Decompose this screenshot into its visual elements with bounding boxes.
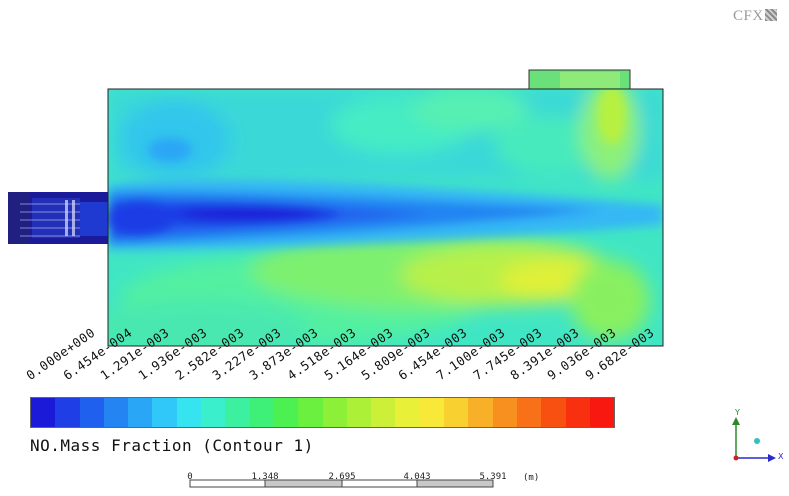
- cfx-logo-mark: [764, 9, 777, 21]
- colorbar-swatch: [468, 398, 493, 427]
- colorbar-swatch: [419, 398, 445, 427]
- scale-unit: (m): [523, 473, 540, 483]
- colorbar-swatch: [79, 398, 104, 427]
- scale-bar-label: 2.695: [328, 472, 356, 482]
- colorbar-swatch: [346, 398, 372, 427]
- legend-title: NO.Mass Fraction (Contour 1): [30, 436, 314, 455]
- colorbar-swatch: [565, 398, 590, 427]
- colorbar-swatch: [201, 398, 226, 427]
- colorbar-swatch: [103, 398, 129, 427]
- triad-y-label: Y: [735, 408, 740, 417]
- axes-triad[interactable]: [732, 417, 776, 462]
- inlet-pipe: [8, 192, 108, 244]
- colorbar-swatch: [541, 398, 566, 427]
- colorbar: [30, 397, 615, 428]
- triad-x-label: X: [778, 452, 784, 461]
- colorbar-swatch: [128, 398, 153, 427]
- colorbar-swatch: [516, 398, 542, 427]
- colorbar-swatch: [589, 398, 615, 427]
- outlet-duct: [528, 69, 631, 91]
- cfx-logo: CFX: [733, 8, 777, 25]
- colorbar-swatch: [273, 398, 299, 427]
- scale-bar-label: 4.043: [403, 472, 431, 482]
- chamber-outline: [107, 88, 664, 347]
- colorbar-swatch: [492, 398, 517, 427]
- scale-bar-label: 0: [187, 472, 193, 482]
- colorbar-swatch: [371, 398, 396, 427]
- colorbar-swatch: [152, 398, 177, 427]
- colorbar-swatch: [444, 398, 469, 427]
- colorbar-swatch: [249, 398, 274, 427]
- colorbar-swatch: [298, 398, 323, 427]
- colorbar-swatch: [176, 398, 202, 427]
- colorbar-swatch: [225, 398, 250, 427]
- scale-bar-label: 1.348: [251, 472, 279, 482]
- scale-bar-label: 5.391: [479, 472, 507, 482]
- colorbar-swatch: [55, 398, 80, 427]
- colorbar-swatch: [322, 398, 347, 427]
- colorbar-swatch: [395, 398, 420, 427]
- scale-bar: [189, 479, 494, 488]
- colorbar-swatch: [31, 398, 56, 427]
- contour-field: [108, 89, 663, 346]
